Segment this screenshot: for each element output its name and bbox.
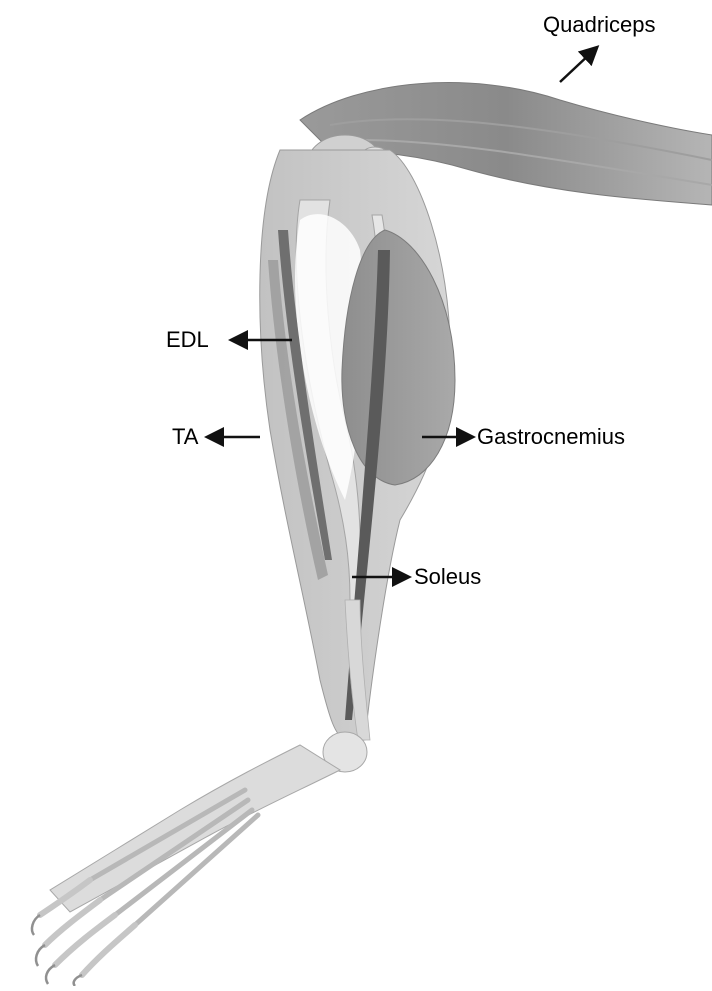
claw	[32, 915, 40, 935]
claw	[46, 965, 55, 984]
claw	[36, 945, 45, 966]
foot-outline	[50, 745, 340, 912]
ta-label: TA	[172, 426, 198, 448]
soleus-label: Soleus	[414, 566, 481, 588]
claw	[74, 975, 82, 986]
quadriceps-arrow	[560, 52, 592, 82]
quadriceps-label: Quadriceps	[543, 14, 656, 36]
edl-label: EDL	[166, 329, 209, 351]
gastrocnemius-label: Gastrocnemius	[477, 426, 625, 448]
toe	[55, 915, 115, 965]
